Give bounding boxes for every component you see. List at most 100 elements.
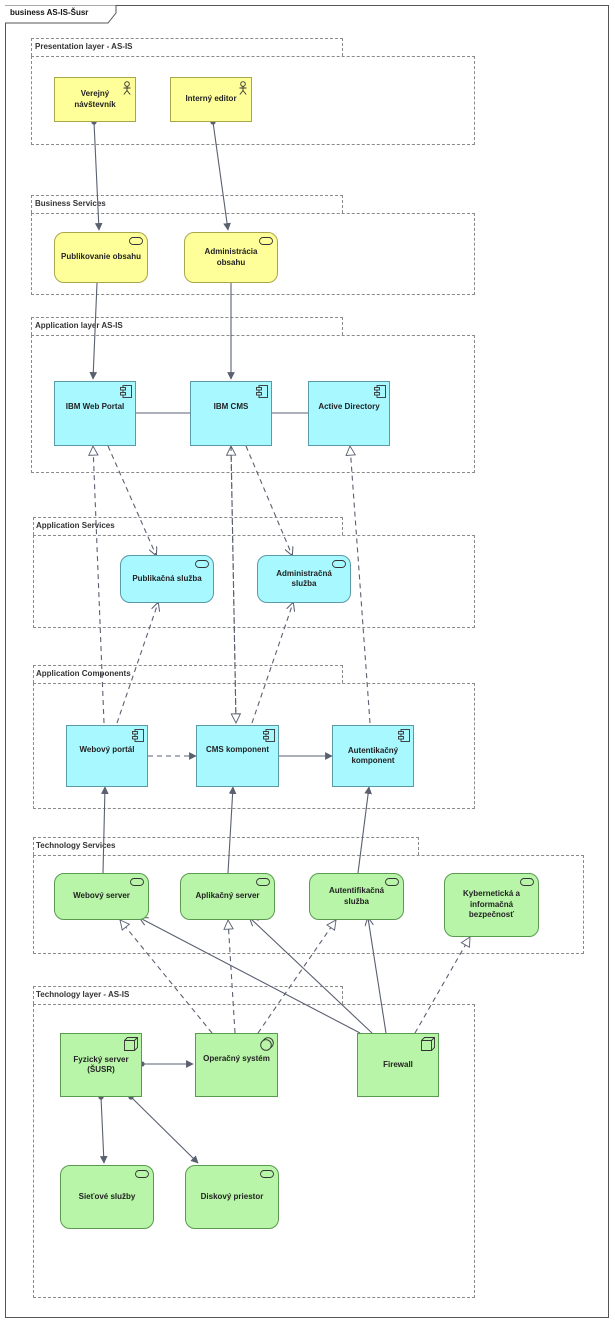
application-services-label: Application Services [36,521,115,530]
node-icon [421,1037,435,1051]
service-icon [520,878,534,886]
node-label: Publikačná služba [132,573,202,583]
node-diskovy-priestor[interactable]: Diskový priestor [185,1165,279,1229]
actor-icon [239,81,247,95]
node-label: Administrácia obsahu [204,247,258,267]
node-label: Publikovanie obsahu [61,252,142,262]
edge-firewall-aplikacnyserver [250,918,373,1034]
node-sietove-sluzby[interactable]: Sieťové služby [60,1165,154,1229]
component-icon [398,729,410,742]
node-ibm-cms[interactable]: IBM CMS [190,381,272,446]
edge-cms-administracna [251,603,293,724]
service-icon [260,1170,274,1178]
system-software-icon [260,1037,274,1051]
node-label: Operačný systém [203,1053,270,1063]
service-icon [385,878,399,886]
edge-firewall-kyberneticka [414,937,470,1034]
node-publikacna-sluzba[interactable]: Publikačná služba [120,555,214,603]
business-services-label: Business Services [35,199,106,208]
edge-fyzicky-diskovy [128,1094,199,1164]
node-label: Autentikačný komponent [347,745,399,765]
node-label: Autentifikačná služba [328,886,385,906]
service-icon [129,237,143,245]
edge-autentikacny-activedirectory [350,446,371,724]
node-administracna-sluzba[interactable]: Administračná služba [257,555,351,603]
presentation-layer-tab [31,38,343,56]
edge-firewall-webovyserver [140,918,361,1034]
component-icon [256,385,268,398]
edge-webovyserver-webovyportal [100,786,109,874]
technology-services-group [33,855,584,954]
node-label: Fyzický server (ŠUSR) [73,1054,129,1074]
component-icon [120,385,132,398]
node-interny-editor[interactable]: Interný editor [170,77,252,122]
node-webovy-server[interactable]: Webový server [54,873,149,920]
actor-icon [123,81,131,95]
application-services-tab [33,517,343,535]
node-administracia-obsahu[interactable]: Administrácia obsahu [184,232,278,283]
edge-firewall-autentifikacna [368,918,387,1034]
node-ibm-web-portal[interactable]: IBM Web Portal [54,381,136,446]
diagram-title: business AS-IS-Šusr [10,8,89,17]
service-icon [130,878,144,886]
application-layer-label: Application layer AS-IS [35,321,123,330]
node-cms-komponent[interactable]: CMS komponent [196,725,279,787]
component-icon [374,385,386,398]
business-services-tab [31,195,343,213]
service-icon [135,1170,149,1178]
node-label: Aplikačný server [195,891,260,901]
edge-os-aplikacnyserver [228,920,236,1034]
application-components-tab [33,665,343,683]
node-label: IBM CMS [213,402,249,412]
presentation-layer-label: Presentation layer - AS-IS [35,42,133,51]
edge-ibmcms-cms [230,445,236,723]
application-layer-group [31,335,475,473]
node-operacny-system[interactable]: Operačný systém [195,1033,278,1097]
diagram-frame [5,5,609,1318]
node-autentikacny-komponent[interactable]: Autentikačný komponent [332,725,414,787]
technology-services-label: Technology Services [36,841,116,850]
edge-verejny-publikovanie [91,119,103,231]
node-verejny-navstevnik[interactable]: Verejný návštevník [54,77,136,122]
node-publikovanie-obsahu[interactable]: Publikovanie obsahu [54,232,148,283]
edge-ibmcms-administracna [245,445,292,555]
edge-os-webovyserver [120,920,213,1034]
node-webovy-portal[interactable]: Webový portál [66,725,148,787]
application-components-label: Application Components [36,669,131,678]
application-components-group [33,683,475,809]
technology-layer-group [33,1004,475,1298]
edge-fyzicky-sietove [98,1094,108,1164]
node-kyberneticka-bezpecnost[interactable]: Kybernetická a informačná bezpečnosť [444,873,539,937]
node-label: IBM Web Portal [65,402,125,412]
node-autentifikacna-sluzba[interactable]: Autentifikačná služba [309,873,404,920]
frame-title-tab [5,5,117,24]
business-services-group [31,213,475,295]
node-fyzicky-server[interactable]: Fyzický server (ŠUSR) [60,1033,142,1097]
node-icon [124,1037,138,1051]
node-label: Webový server [73,891,130,901]
application-layer-tab [31,317,343,335]
edge-publikovanie-ibmportal [89,282,98,380]
component-icon [263,729,275,742]
node-label: CMS komponent [205,744,270,754]
node-aplikacny-server[interactable]: Aplikačný server [180,873,275,920]
edge-webovyportal-publikacna [116,603,158,724]
node-label: Firewall [383,1059,413,1069]
edge-autentifikacna-autentikacny [357,786,372,874]
node-label: Kybernetická a informačná bezpečnosť [463,889,520,920]
technology-layer-tab [33,986,343,1004]
node-label: Interný editor [185,94,237,104]
edge-ibmportal-publikacna [107,445,156,555]
node-label: Diskový priestor [200,1191,264,1201]
edge-os-autentifikacna [257,920,336,1034]
node-firewall[interactable]: Firewall [357,1033,439,1097]
node-label: Active Directory [318,402,380,412]
node-active-directory[interactable]: Active Directory [308,381,390,446]
technology-services-tab [33,837,419,855]
service-icon [259,237,273,245]
service-icon [332,560,346,568]
component-icon [132,729,144,742]
application-services-group [33,535,475,628]
edge-aplikacnyserver-cms [227,786,237,874]
